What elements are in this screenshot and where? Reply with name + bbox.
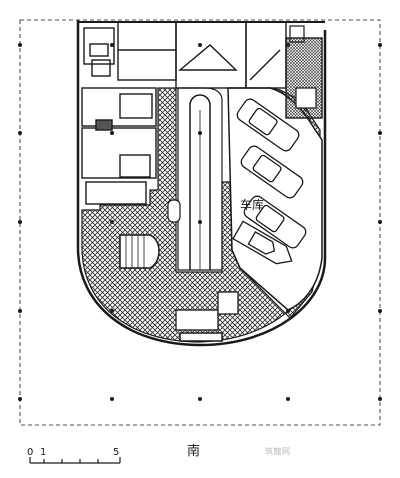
scale-tick-5: 5 — [113, 447, 120, 458]
garage-area — [227, 87, 323, 311]
ramp — [177, 87, 223, 271]
hall-fixture — [167, 199, 181, 223]
scale-bar — [29, 457, 121, 464]
service-rooms — [117, 21, 287, 89]
scale-tick-0: 0 — [27, 447, 34, 458]
main-stair — [119, 234, 160, 269]
watermark: 筑龍网 — [265, 447, 291, 456]
garage-label: 车库 — [240, 198, 265, 212]
scale-tick-1: 1 — [40, 447, 47, 458]
orientation-label: 南 — [187, 444, 201, 459]
entry-canopy — [179, 332, 223, 342]
building-outline — [76, 20, 327, 347]
car-icons — [232, 98, 307, 265]
left-rooms — [81, 27, 157, 205]
